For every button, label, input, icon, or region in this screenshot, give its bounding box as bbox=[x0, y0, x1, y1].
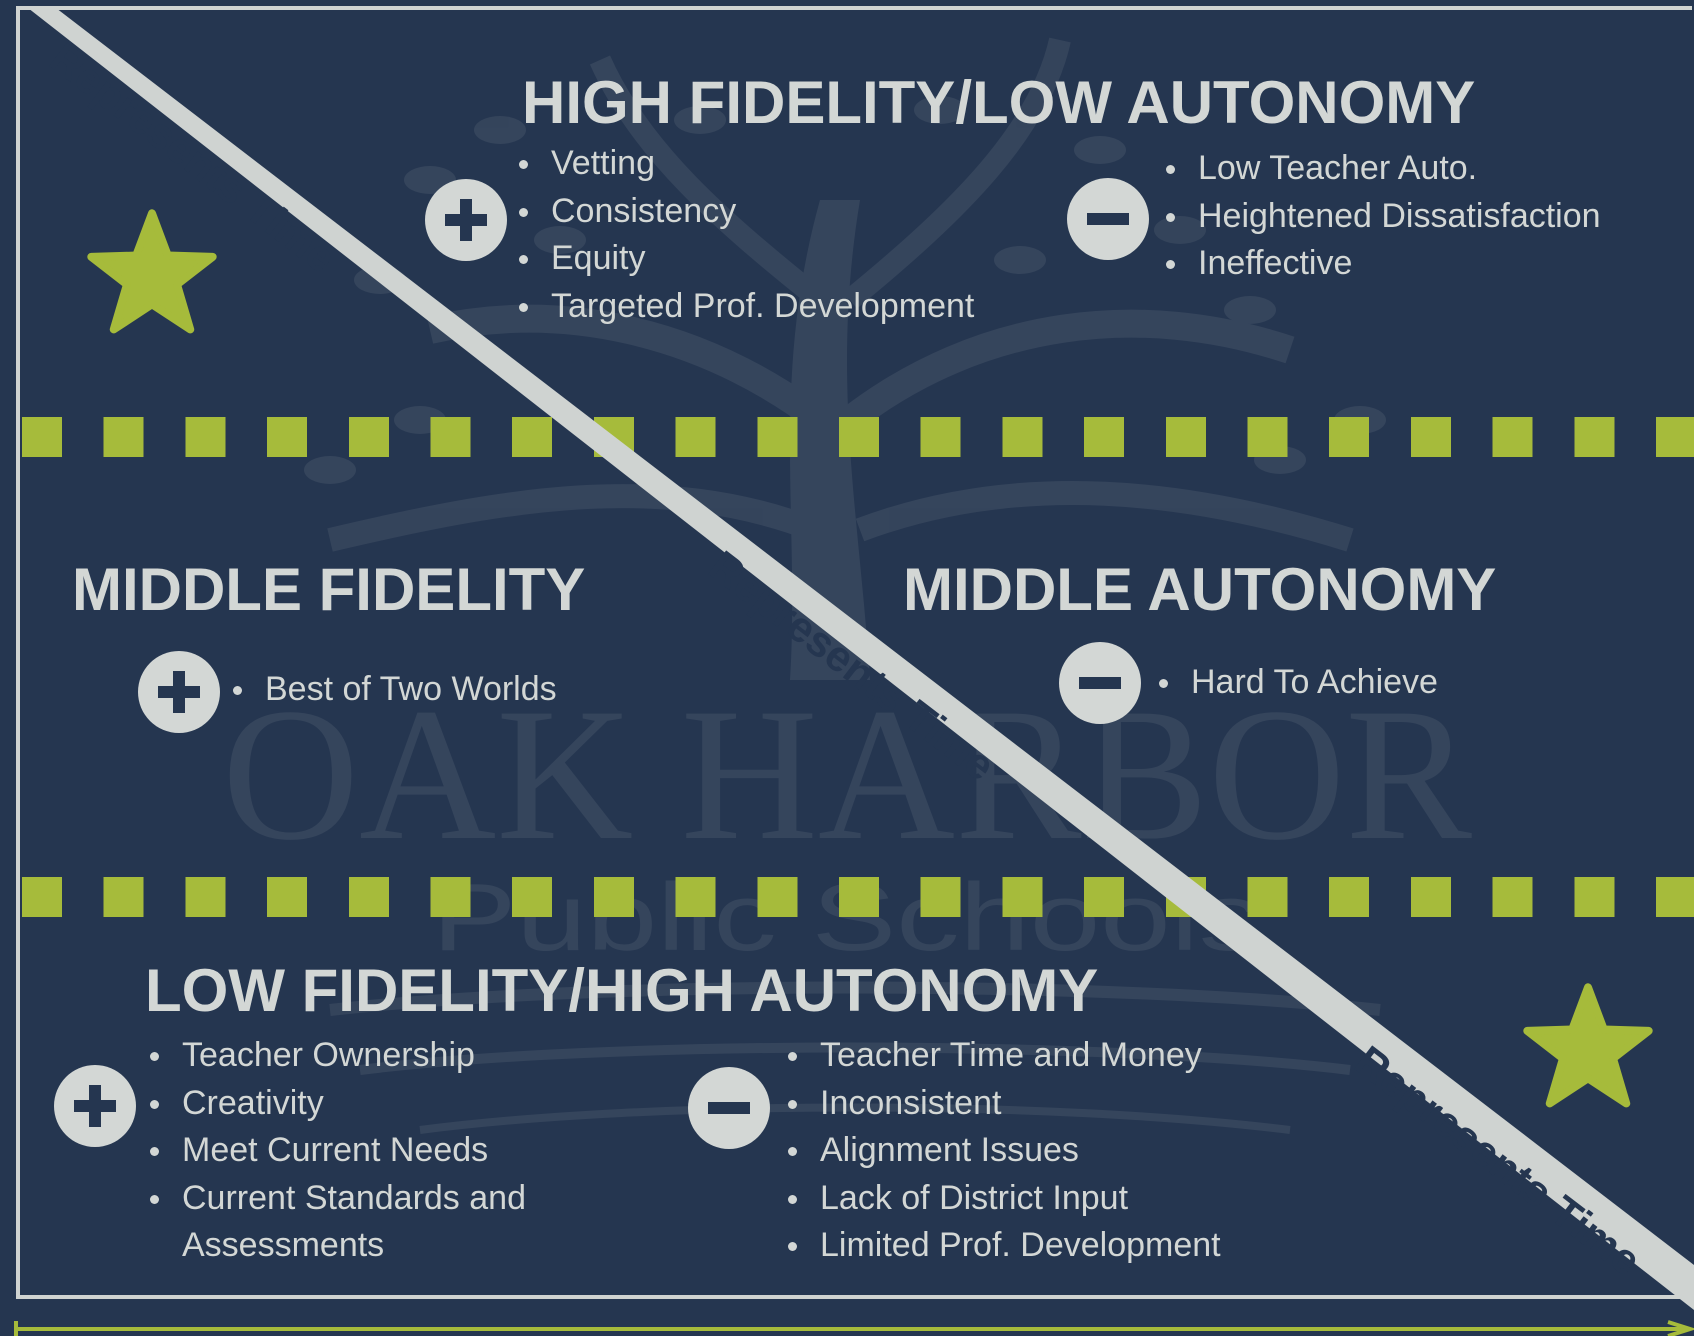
list-item: Low Teacher Auto. bbox=[1166, 145, 1601, 193]
top-cons-list: Low Teacher Auto. Heightened Dissatisfac… bbox=[1166, 145, 1601, 288]
minus-icon bbox=[688, 1067, 770, 1149]
list-item: Teacher Time and Money bbox=[788, 1032, 1221, 1080]
list-item: Heightened Dissatisfaction bbox=[1166, 193, 1601, 241]
heading-middle-fidelity: MIDDLE FIDELITY bbox=[72, 556, 586, 623]
list-item: Teacher Ownership bbox=[150, 1032, 610, 1080]
list-item: Ineffective bbox=[1166, 240, 1601, 288]
divider-top bbox=[22, 417, 1694, 457]
plus-icon bbox=[54, 1065, 136, 1147]
middle-cons-list: Hard To Achieve bbox=[1159, 659, 1438, 707]
bottom-pros-list: Teacher Ownership Creativity Meet Curren… bbox=[150, 1032, 610, 1270]
diagram-frame bbox=[16, 6, 1692, 1299]
list-item: Consistency bbox=[519, 188, 974, 236]
minus-icon bbox=[1059, 642, 1141, 724]
list-item: Inconsistent bbox=[788, 1080, 1221, 1128]
list-item: Best of Two Worlds bbox=[233, 666, 557, 714]
list-item: Creativity bbox=[150, 1080, 610, 1128]
list-item: Lack of District Input bbox=[788, 1175, 1221, 1223]
heading-middle-autonomy: MIDDLE AUTONOMY bbox=[903, 556, 1497, 623]
heading-high-fidelity: HIGH FIDELITY/LOW AUTONOMY bbox=[522, 69, 1476, 136]
plus-icon bbox=[138, 651, 220, 733]
svg-text:OAK HARBOR: OAK HARBOR bbox=[222, 670, 1472, 880]
bottom-cons-list: Teacher Time and Money Inconsistent Alig… bbox=[788, 1032, 1221, 1270]
list-item: Hard To Achieve bbox=[1159, 659, 1438, 707]
divider-bottom bbox=[22, 877, 1694, 917]
list-item: Targeted Prof. Development bbox=[519, 283, 974, 331]
list-item: Meet Current Needs bbox=[150, 1127, 610, 1175]
time-axis-arrow bbox=[14, 1320, 1694, 1336]
list-item: Equity bbox=[519, 235, 974, 283]
list-item: Vetting bbox=[519, 140, 974, 188]
list-item: Current Standards and Assessments bbox=[150, 1175, 610, 1270]
star-icon bbox=[1523, 983, 1653, 1108]
top-pros-list: Vetting Consistency Equity Targeted Prof… bbox=[519, 140, 974, 330]
list-item: Limited Prof. Development bbox=[788, 1222, 1221, 1270]
star-icon bbox=[87, 209, 217, 334]
list-item: Alignment Issues bbox=[788, 1127, 1221, 1175]
plus-icon bbox=[425, 179, 507, 261]
middle-pros-list: Best of Two Worlds bbox=[233, 666, 557, 714]
minus-icon bbox=[1067, 178, 1149, 260]
heading-low-fidelity: LOW FIDELITY/HIGH AUTONOMY bbox=[145, 957, 1099, 1024]
